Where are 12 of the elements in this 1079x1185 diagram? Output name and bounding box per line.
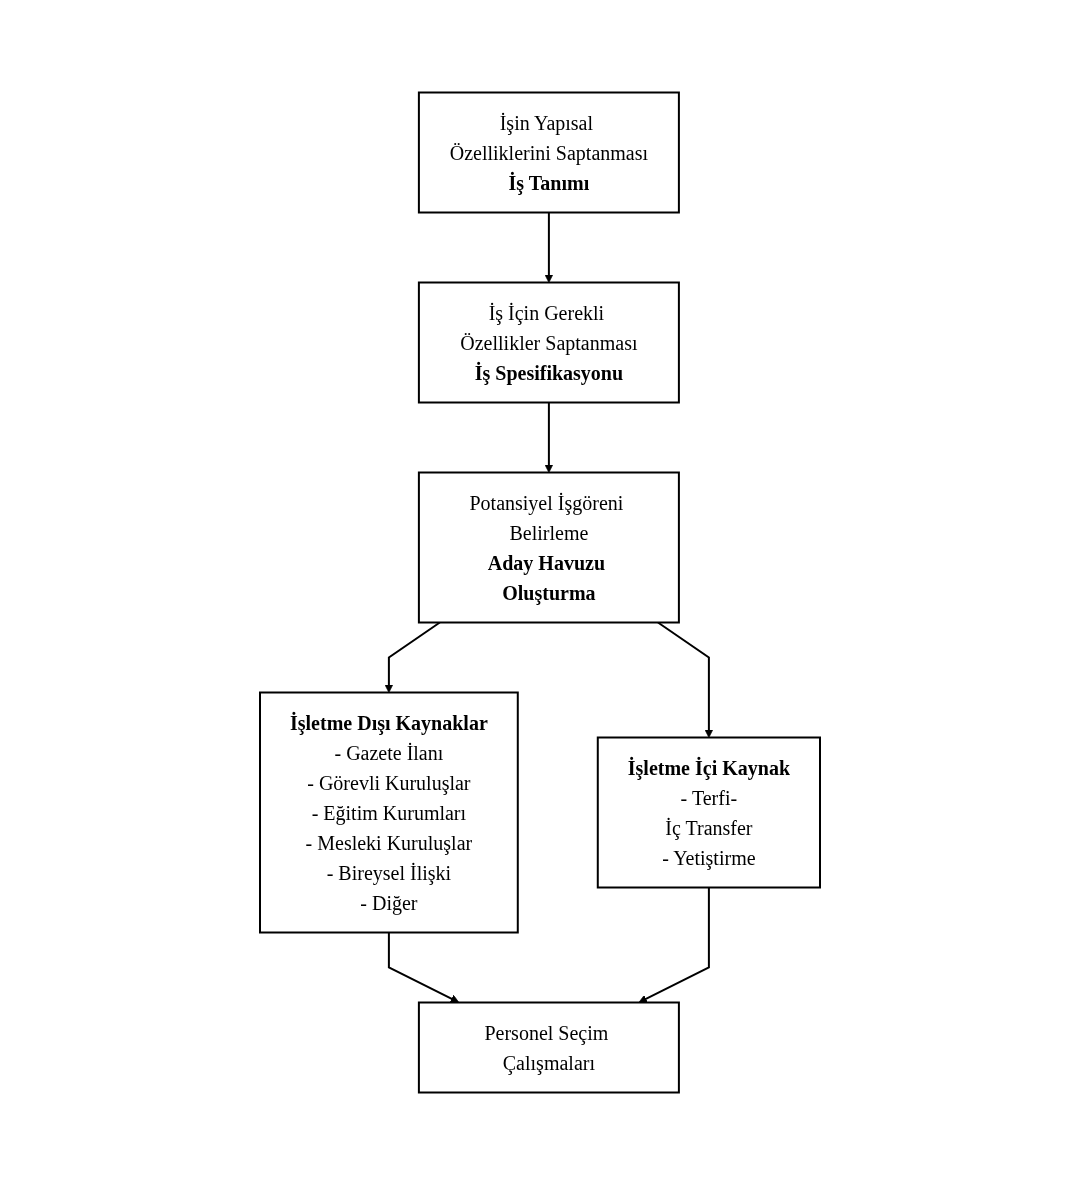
node-box: Personel Seçim Çalışmaları bbox=[417, 1001, 680, 1094]
arrow bbox=[656, 621, 713, 738]
node-box: İş İçin Gerekli Özellikler Saptanması İş Spesifikasyonu bbox=[417, 281, 680, 404]
node-box: Potansiyel İşgöreni Belirleme Aday Havuzu Oluşturma bbox=[417, 471, 680, 624]
arrow bbox=[544, 401, 553, 473]
node-box: İşin Yapısal Özelliklerini Saptanması İş Tanımı bbox=[417, 91, 680, 214]
arrow bbox=[387, 931, 459, 1003]
node-box: İşletme Dışı Kaynaklar - Gazete İlanı - Görevli Kuruluşlar - Eğitim Kurumları - Mesleki Kuruluşlar - Bireysel İlişki - Diğer bbox=[258, 691, 519, 934]
node-box: İşletme İçi Kaynak - Terfi- İç Transfer - Yetiştirme bbox=[596, 736, 821, 889]
arrow bbox=[544, 211, 553, 283]
arrow bbox=[638, 886, 710, 1003]
arrow bbox=[384, 621, 441, 693]
